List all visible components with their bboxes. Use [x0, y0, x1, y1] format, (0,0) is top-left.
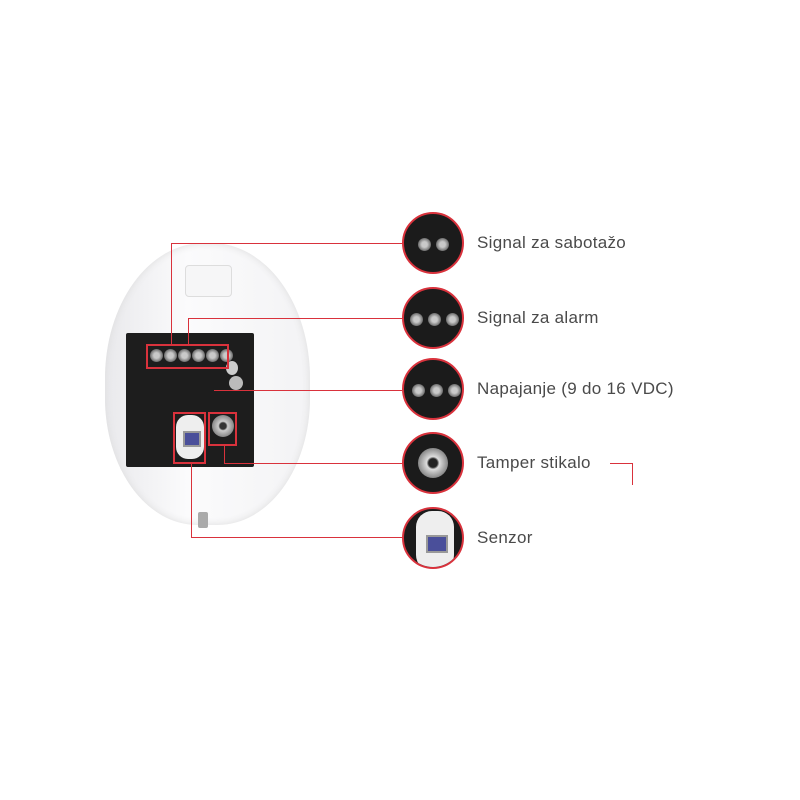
terminal-screw	[206, 349, 219, 362]
callout-label-tamper-switch: Tamper stikalo	[477, 453, 591, 472]
pir-window	[183, 431, 201, 447]
capacitor	[226, 361, 238, 375]
callout-label-power: Napajanje (9 do 16 VDC)	[477, 379, 674, 398]
terminal-screw	[150, 349, 163, 362]
terminal-screw	[178, 349, 191, 362]
tamper-highlight	[208, 412, 237, 446]
callout-label-alarm-signal: Signal za alarm	[477, 308, 599, 327]
terminal-screw	[192, 349, 205, 362]
callout-label-sensor: Senzor	[477, 528, 533, 547]
tamper-switch-closeup	[402, 432, 464, 494]
mounting-clip	[185, 265, 232, 297]
callout-label-tamper-signal: Signal za sabotažo	[477, 233, 627, 252]
screw-bottom	[198, 512, 208, 528]
tamper-switch	[212, 415, 234, 437]
terminal-screw	[220, 349, 233, 362]
terminal-highlight	[146, 344, 229, 369]
sensor-closeup	[402, 507, 464, 569]
sensor-highlight	[173, 412, 206, 464]
terminal-screw	[164, 349, 177, 362]
capacitor	[229, 376, 243, 390]
power-terminal-closeup	[402, 358, 464, 420]
alarm-terminal-closeup	[402, 287, 464, 349]
bracket-decoration	[610, 463, 633, 464]
tamper-terminal-closeup	[402, 212, 464, 274]
